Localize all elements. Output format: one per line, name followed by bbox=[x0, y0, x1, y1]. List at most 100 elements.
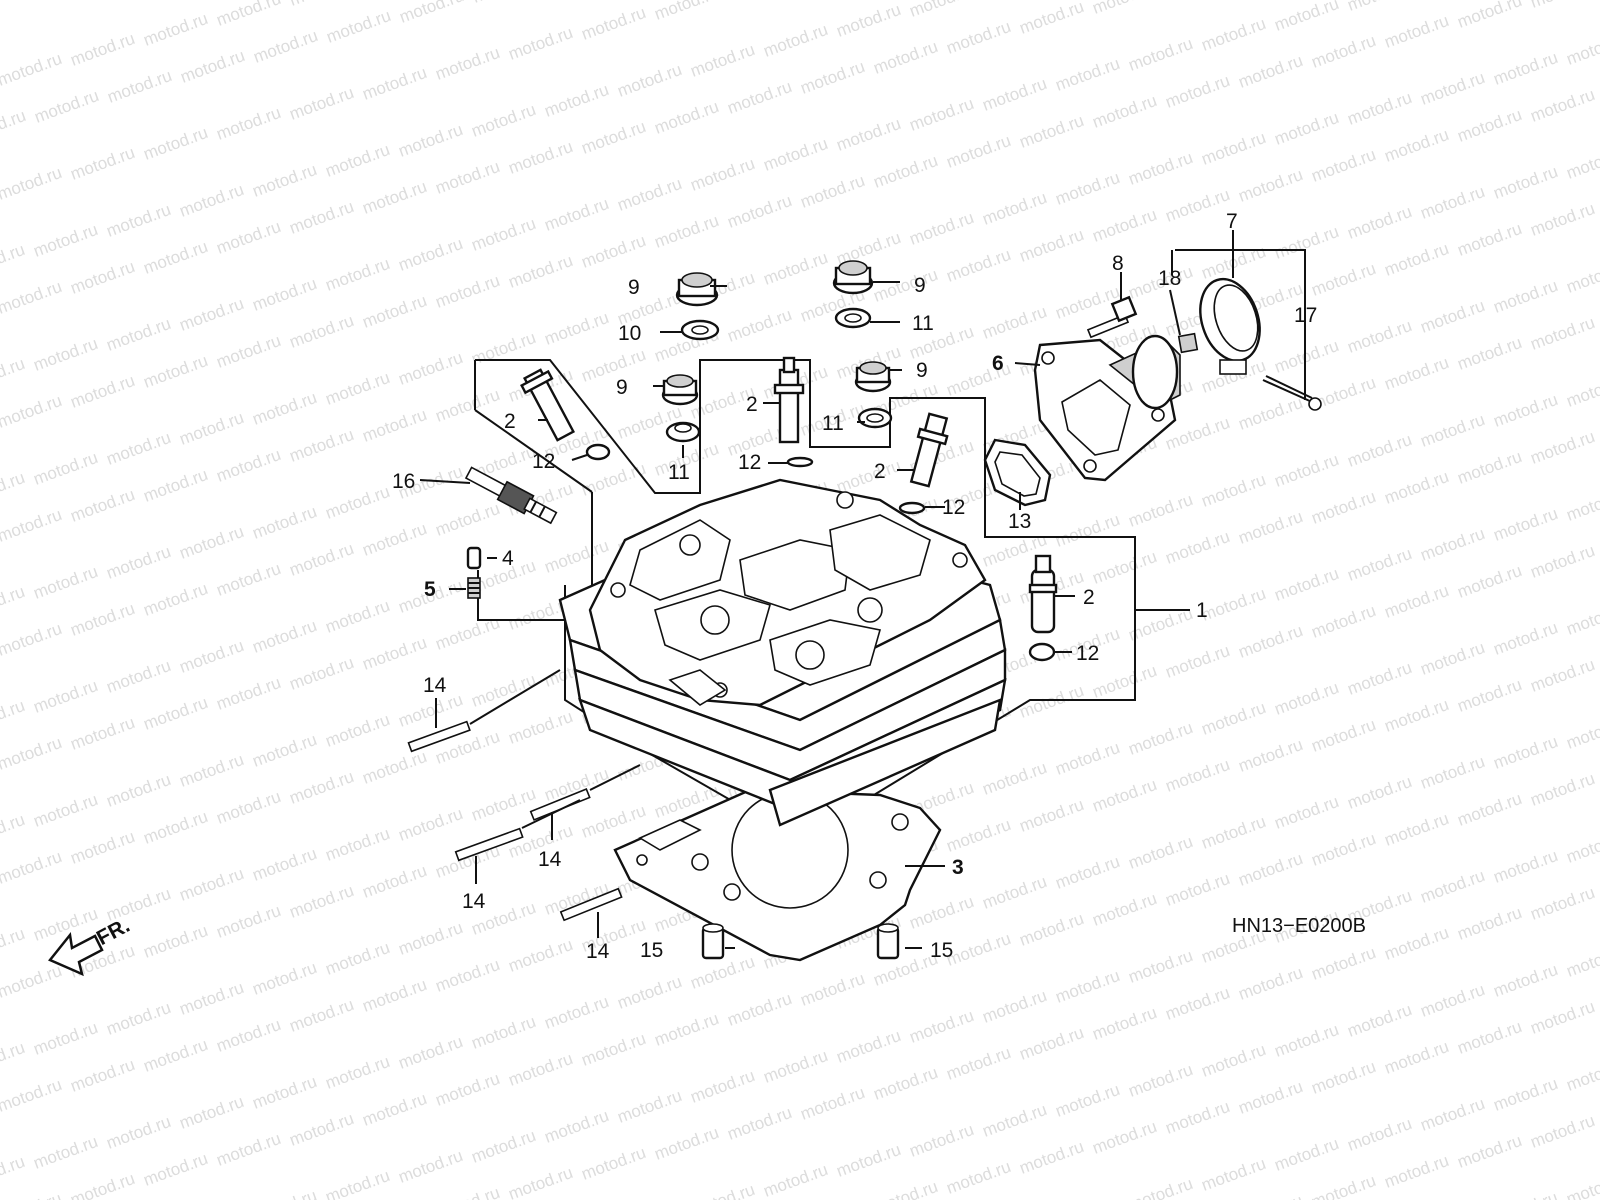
watermark-text: motod.ru bbox=[506, 1163, 576, 1200]
watermark-text: motod.ru bbox=[214, 787, 284, 828]
watermark-text: motod.ru bbox=[579, 117, 649, 158]
watermark-text: motod.ru bbox=[1090, 889, 1160, 930]
watermark-text: motod.ru bbox=[1345, 316, 1415, 357]
watermark-text: motod.ru bbox=[68, 257, 138, 298]
watermark-text: motod.ru bbox=[1382, 923, 1452, 964]
watermark-text: motod.ru bbox=[214, 217, 284, 258]
watermark-text: motod.ru bbox=[0, 163, 64, 204]
watermark-text: motod.ru bbox=[725, 989, 795, 1030]
watermark-text: motod.ru bbox=[1272, 792, 1342, 833]
watermark-text: motod.ru bbox=[1163, 641, 1233, 682]
watermark-text: motod.ru bbox=[470, 0, 540, 7]
watermark-text: motod.ru bbox=[68, 143, 138, 184]
watermark-text: motod.ru bbox=[31, 1018, 101, 1059]
watermark-text: motod.ru bbox=[104, 1112, 174, 1153]
watermark-text: motod.ru bbox=[579, 1143, 649, 1184]
watermark-text: motod.ru bbox=[177, 522, 247, 563]
watermark-text: motod.ru bbox=[287, 83, 357, 124]
watermark-text: motod.ru bbox=[1090, 661, 1160, 702]
watermark-text: motod.ru bbox=[1126, 148, 1196, 189]
watermark-text: motod.ru bbox=[1090, 1117, 1160, 1158]
watermark-text: motod.ru bbox=[1382, 11, 1452, 52]
watermark-text: motod.ru bbox=[579, 345, 649, 386]
watermark-text: motod.ru bbox=[0, 810, 27, 851]
watermark-text: motod.ru bbox=[1017, 1023, 1087, 1064]
watermark-text: motod.ru bbox=[980, 74, 1050, 115]
watermark-text: motod.ru bbox=[360, 861, 430, 902]
watermark-text: motod.ru bbox=[433, 499, 503, 540]
watermark-text: motod.ru bbox=[177, 294, 247, 335]
intake-gasket-13 bbox=[983, 438, 1052, 507]
watermark-text: motod.ru bbox=[287, 311, 357, 352]
watermark-text: motod.ru bbox=[1272, 678, 1342, 719]
watermark-text: motod.ru bbox=[1455, 675, 1525, 716]
washer-10 bbox=[680, 319, 720, 341]
watermark-text: motod.ru bbox=[1345, 658, 1415, 699]
watermark-text: motod.ru bbox=[177, 978, 247, 1019]
watermark-text: motod.ru bbox=[250, 1186, 320, 1200]
watermark-text: motod.ru bbox=[907, 94, 977, 135]
watermark-text: motod.ru bbox=[214, 331, 284, 372]
watermark-text: motod.ru bbox=[1236, 51, 1306, 92]
watermark-text: motod.ru bbox=[1199, 698, 1269, 739]
watermark-text: motod.ru bbox=[871, 1177, 941, 1200]
callout-9: 9 bbox=[914, 274, 926, 297]
watermark-text: motod.ru bbox=[980, 758, 1050, 799]
watermark-text: motod.ru bbox=[1528, 313, 1598, 354]
watermark-text: motod.ru bbox=[907, 0, 977, 21]
watermark-text: motod.ru bbox=[1163, 983, 1233, 1024]
diagram-code: HN13−E0200B bbox=[1232, 915, 1366, 937]
watermark-text: motod.ru bbox=[396, 918, 466, 959]
watermark-text: motod.ru bbox=[396, 120, 466, 161]
watermark-text: motod.ru bbox=[1528, 883, 1598, 924]
watermark-text: motod.ru bbox=[250, 160, 320, 201]
callout-16: 16 bbox=[392, 470, 415, 493]
watermark-text: motod.ru bbox=[1491, 1074, 1561, 1115]
watermark-text: motod.ru bbox=[688, 154, 758, 195]
watermark-text: motod.ru bbox=[1199, 584, 1269, 625]
callout-3: 3 bbox=[952, 856, 964, 879]
watermark-text: motod.ru bbox=[1163, 755, 1233, 796]
watermark-text: motod.ru bbox=[944, 815, 1014, 856]
watermark-text: motod.ru bbox=[214, 901, 284, 942]
watermark-text: motod.ru bbox=[1126, 34, 1196, 75]
watermark-text: motod.ru bbox=[725, 305, 795, 346]
watermark-text: motod.ru bbox=[1418, 752, 1488, 793]
watermark-text: motod.ru bbox=[1090, 91, 1160, 132]
watermark-text: motod.ru bbox=[0, 354, 27, 395]
dowel-4 bbox=[466, 546, 482, 570]
watermark-text: motod.ru bbox=[1126, 832, 1196, 873]
watermark-text: motod.ru bbox=[360, 291, 430, 332]
watermark-text: motod.ru bbox=[31, 790, 101, 831]
spark-plug bbox=[464, 466, 558, 525]
watermark-text: motod.ru bbox=[469, 1126, 539, 1167]
watermark-text: motod.ru bbox=[323, 710, 393, 751]
watermark-text: motod.ru bbox=[1236, 963, 1306, 1004]
stud-14-bottom bbox=[559, 887, 623, 922]
watermark-text: motod.ru bbox=[1528, 199, 1598, 240]
watermark-text: motod.ru bbox=[1090, 0, 1160, 18]
watermark-text: motod.ru bbox=[1455, 219, 1525, 260]
watermark-text: motod.ru bbox=[68, 485, 138, 526]
watermark-text: motod.ru bbox=[1455, 903, 1525, 944]
callout-14: 14 bbox=[586, 940, 610, 963]
watermark-text: motod.ru bbox=[1272, 0, 1342, 35]
callout-14: 14 bbox=[462, 890, 486, 913]
watermark-text: motod.ru bbox=[1090, 1003, 1160, 1044]
watermark-text: motod.ru bbox=[287, 0, 357, 10]
watermark-text: motod.ru bbox=[688, 40, 758, 81]
watermark-text: motod.ru bbox=[31, 220, 101, 261]
watermark-text: motod.ru bbox=[178, 46, 248, 87]
screw-5 bbox=[467, 577, 481, 599]
watermark-text: motod.ru bbox=[32, 86, 102, 127]
callout-13: 13 bbox=[1008, 510, 1031, 533]
watermark-text: motod.ru bbox=[1382, 353, 1452, 394]
watermark-text: motod.ru bbox=[761, 1160, 831, 1200]
watermark-text: motod.ru bbox=[1455, 1017, 1525, 1058]
watermark-text: motod.ru bbox=[1455, 333, 1525, 374]
callout-17: 17 bbox=[1294, 304, 1317, 327]
watermark-text: motod.ru bbox=[1345, 202, 1415, 243]
watermark-text: motod.ru bbox=[68, 29, 138, 70]
watermark-text: motod.ru bbox=[0, 696, 27, 737]
watermark-text: motod.ru bbox=[323, 1052, 393, 1093]
